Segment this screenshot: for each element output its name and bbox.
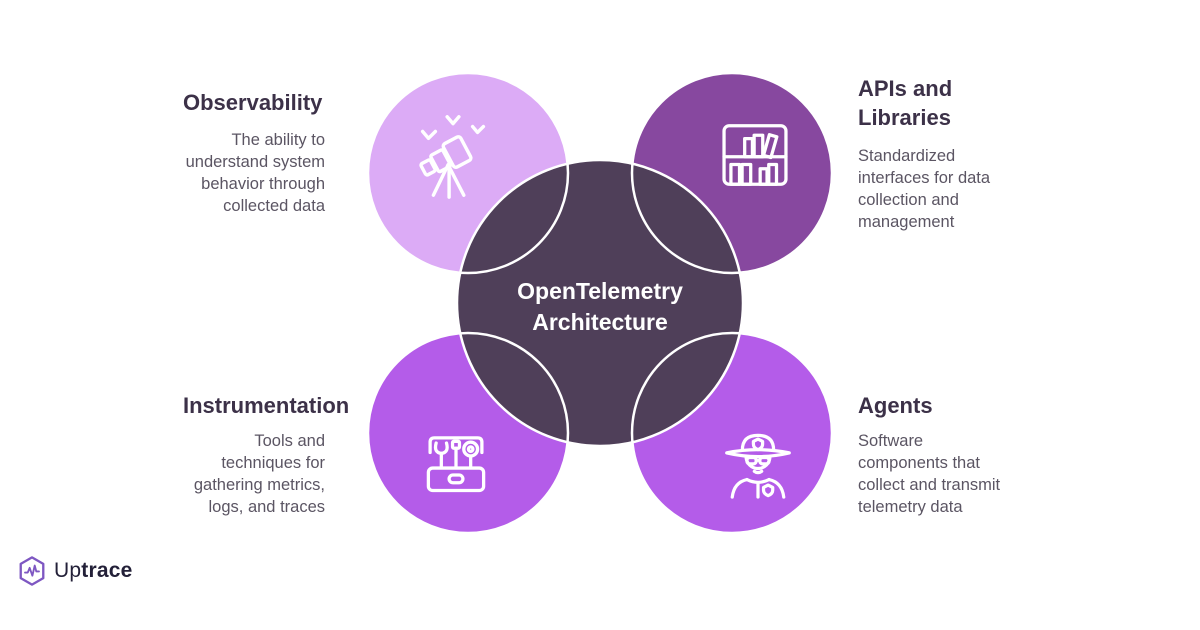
circle-agents-outline bbox=[630, 331, 834, 535]
center-title: OpenTelemetry Architecture bbox=[517, 278, 683, 335]
circle-apis-libraries-outline bbox=[630, 71, 834, 275]
uptrace-wordmark: Uptrace bbox=[54, 559, 133, 582]
circle-instrumentation-outline bbox=[366, 331, 570, 535]
agent-icon bbox=[712, 416, 804, 510]
uptrace-hexagon-pulse-icon bbox=[18, 555, 46, 587]
agents-description: Software components that collect and tra… bbox=[858, 432, 1001, 516]
bookshelf-icon bbox=[712, 112, 798, 198]
uptrace-logo: Uptrace bbox=[18, 555, 132, 587]
observability-title: Observability bbox=[183, 90, 323, 115]
circle-center bbox=[455, 158, 745, 448]
observability-description: The ability to understand system behavio… bbox=[185, 131, 325, 215]
toolbox-icon bbox=[412, 418, 500, 500]
instrumentation-title: Instrumentation bbox=[183, 393, 350, 418]
agents-title: Agents bbox=[858, 393, 933, 418]
apis-libraries-title: APIs and Libraries bbox=[858, 76, 953, 130]
instrumentation-description: Tools and techniques for gathering metri… bbox=[193, 432, 325, 516]
telescope-icon bbox=[404, 106, 504, 204]
circle-observability-outline bbox=[366, 71, 570, 275]
apis-libraries-description: Standardized interfaces for data collect… bbox=[858, 147, 991, 231]
